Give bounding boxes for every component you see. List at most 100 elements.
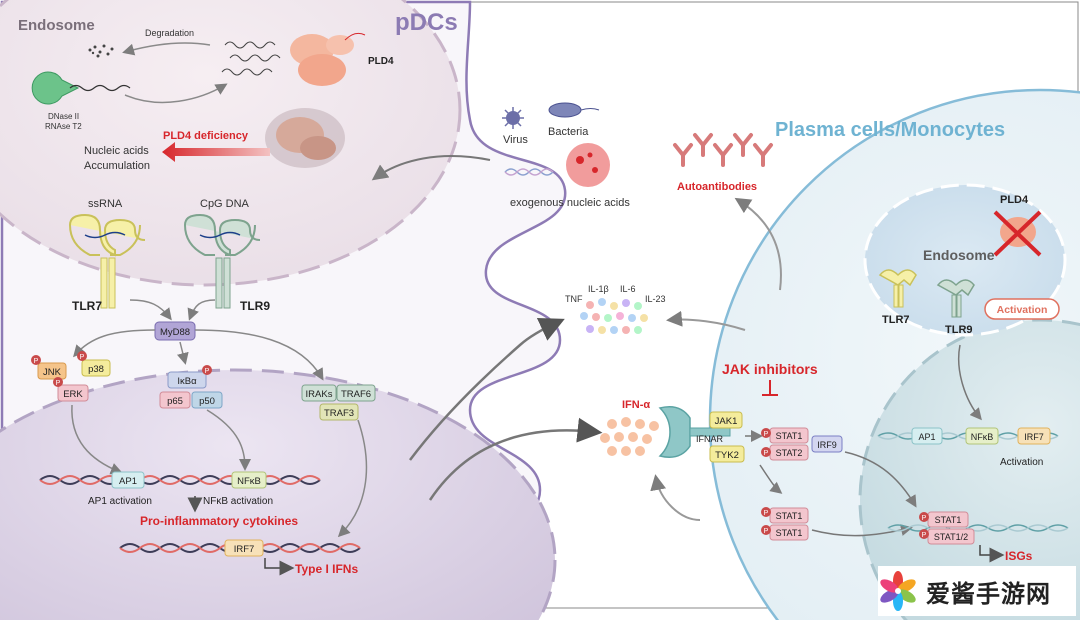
plasma-cells-label: Plasma cells/Monocytes: [775, 119, 1005, 141]
tlr7-label: TLR7: [72, 299, 102, 313]
svg-text:P: P: [764, 528, 769, 535]
pld4-label: PLD4: [368, 56, 394, 67]
il23-label: IL-23: [645, 294, 666, 304]
tlr9-to-myd88-arrow: [187, 299, 216, 321]
bacteria-label: Bacteria: [548, 126, 589, 138]
svg-text:P: P: [34, 358, 39, 365]
tyk2-node: TYK2: [709, 445, 745, 463]
pld4-deficient-icon: [265, 108, 345, 168]
svg-text:IRF9: IRF9: [817, 440, 837, 450]
pinwheel-logo-icon: [880, 571, 916, 611]
ifnar-receptor-icon: [658, 406, 731, 458]
stat-homodimer-arrow: [759, 464, 783, 494]
uptake-arrow: [371, 155, 491, 181]
stat2-node: STAT2 P: [761, 444, 809, 461]
plasma-irf7-gene: IRF7: [1017, 427, 1051, 445]
type1-ifns-label: Type I IFNs: [295, 562, 358, 576]
svg-text:STAT2: STAT2: [776, 448, 803, 458]
irf9-node: IRF9: [811, 435, 843, 453]
il1b-label: IL-1β: [588, 284, 609, 294]
svg-text:STAT1/2: STAT1/2: [934, 532, 968, 542]
stat1-homodimer-bottom: STAT1 P: [761, 524, 809, 541]
virus-icon: [502, 107, 524, 129]
traf3-node: TRAF3: [319, 403, 359, 421]
plasma-ap1-gene: AP1: [911, 427, 943, 445]
ssrna-label: ssRNA: [88, 198, 123, 210]
svg-text:IRF7: IRF7: [234, 544, 255, 555]
pdc-to-ifna-arrow: [428, 417, 603, 501]
ifna-cluster-icon: [600, 417, 659, 456]
svg-text:TYK2: TYK2: [715, 450, 739, 461]
ifnar-label: IFNAR: [696, 434, 724, 444]
svg-text:TRAF3: TRAF3: [324, 408, 354, 419]
autoantibodies-label: Autoantibodies: [677, 181, 757, 193]
svg-text:NFκB: NFκB: [237, 476, 261, 487]
pdc-nucleus: [0, 368, 557, 625]
tlr9-receptor-icon: [184, 213, 261, 309]
exogenous-dna-icon: [504, 168, 554, 176]
traf-to-irf7-arrow: [337, 419, 368, 538]
dnase-label: DNase II: [48, 112, 79, 121]
svg-text:p65: p65: [167, 396, 183, 407]
svg-text:P: P: [56, 380, 61, 387]
nfkb-activation-label: NFκB activation: [203, 496, 273, 507]
stat1-homodimer-top: STAT1 P: [761, 507, 809, 524]
pdc-label: pDCs: [395, 9, 458, 36]
plasma-tlr7-icon: [878, 269, 917, 308]
nfkb-gene: NFκB: [231, 471, 267, 489]
tlr7-receptor-icon: [69, 213, 146, 309]
jak1-node: JAK1: [709, 411, 743, 429]
degradation-label: Degradation: [145, 28, 194, 38]
exogenous-nucleic-acids-label: exogenous nucleic acids: [510, 197, 630, 209]
accumulation-label-1: Nucleic acids: [84, 145, 149, 157]
svg-text:TRAF6: TRAF6: [341, 389, 371, 400]
watermark: 爱酱手游网: [878, 566, 1076, 616]
mapk-to-ap1-arrow: [71, 404, 123, 475]
plasma-tlr7-label: TLR7: [882, 314, 910, 326]
svg-text:p38: p38: [88, 364, 104, 375]
type1-ifn-arrow: [264, 558, 295, 576]
ifna-label: IFN-α: [622, 399, 650, 411]
p65-node: p65: [159, 391, 191, 409]
nucleic-acid-particle-icon: [566, 143, 610, 187]
endosome-to-nucleus-arrow: [958, 344, 982, 421]
ikba-node: IκBα P: [167, 365, 212, 389]
plasma-to-ifna-arrow: [650, 474, 701, 521]
degradation-arrow: [122, 42, 211, 56]
p38-node: p38 P: [77, 351, 111, 377]
bacteria-icon: [548, 102, 600, 118]
svg-text:P: P: [922, 532, 927, 539]
plasma-endosome-label: Endosome: [923, 247, 995, 263]
svg-text:NFκB: NFκB: [971, 432, 994, 442]
traf6-node: TRAF6: [336, 384, 376, 402]
svg-text:P: P: [764, 510, 769, 517]
svg-text:Activation: Activation: [997, 304, 1048, 316]
isgf3-to-nucleus-arrow: [844, 451, 917, 508]
plasma-nucleus: [858, 318, 1080, 625]
il6-label: IL-6: [620, 284, 636, 294]
jak-inhibitors-label: JAK inhibitors: [722, 361, 818, 377]
plasma-tlr9-label: TLR9: [945, 324, 973, 336]
tnf-label: TNF: [565, 294, 583, 304]
tlr9-label: TLR9: [240, 299, 270, 313]
irf7-gene: IRF7: [224, 539, 264, 557]
plasma-dna-strand-2: [887, 524, 1069, 532]
svg-text:p50: p50: [199, 396, 215, 407]
plasma-to-cytokines-arrow: [666, 310, 746, 331]
watermark-text: 爱酱手游网: [926, 579, 1051, 608]
svg-text:STAT1: STAT1: [935, 515, 962, 525]
isgs-label: ISGs: [1005, 549, 1033, 563]
stat1-node: STAT1 P: [761, 427, 809, 444]
svg-text:IκBα: IκBα: [177, 376, 197, 387]
myd88-to-mapk-arrow: [73, 329, 156, 358]
svg-text:IRF7: IRF7: [1024, 432, 1044, 442]
virus-label: Virus: [503, 134, 528, 146]
ap1-activation-label: AP1 activation: [88, 496, 152, 507]
autoantibodies-icon: [673, 133, 773, 167]
endosome-label: Endosome: [18, 17, 95, 34]
pld4-deficiency-arrow: [162, 142, 270, 162]
pld4-protein-icon: [290, 32, 366, 86]
degraded-fragments-icon: [88, 44, 114, 58]
